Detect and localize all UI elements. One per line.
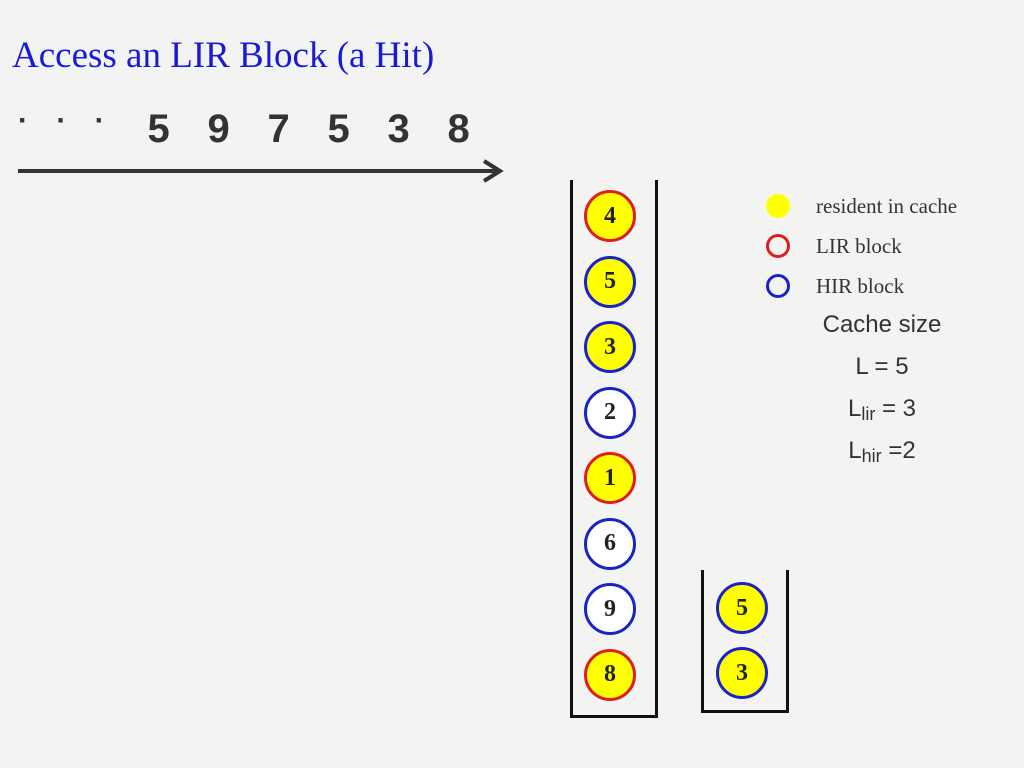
stack_s-block-9: 9 [584,583,636,635]
legend-label: LIR block [816,233,902,258]
sequence-item: 5 [147,106,170,151]
cache-size-heading: Cache size [822,311,942,338]
timeline-arrow [18,159,504,183]
legend-item-lir: LIR block [766,226,957,266]
sequence-item: 9 [207,106,230,151]
hir-list-q [701,570,789,713]
stack_s-block-5: 5 [584,255,636,308]
legend-label: resident in cache [816,193,958,218]
stack_s-block-1: 1 [584,452,636,504]
cache-size-total: L = 5 [855,353,909,380]
stack_s-block-4: 4 [584,190,636,242]
cache-size-lir: Llir = 3 [847,395,917,424]
stack_s-block-3: 3 [584,321,636,373]
legend-item-hir: HIR block [766,266,957,306]
lirs-stack-s [570,180,658,718]
legend-label: HIR block [816,273,905,298]
sequence-ellipsis: · · · [18,104,115,137]
access-sequence: · · · 5 9 7 5 3 8 [18,104,489,154]
legend: resident in cache LIR block HIR block [766,186,957,306]
page-title: Access an LIR Block (a Hit) [12,35,435,76]
stack_s-block-8: 8 [584,648,636,701]
sequence-item: 3 [387,106,410,151]
resident-marker-icon [766,194,790,218]
lir-ring-icon [766,234,790,258]
stack_q-block-5: 5 [716,582,768,634]
stack_s-block-6: 6 [584,517,636,570]
sequence-item: 5 [327,106,350,151]
sequence-item: 8 [447,106,470,151]
cache-size-info: Cache size L = 5 Llir = 3 Lhir =2 [802,304,962,472]
cache-size-hir: Lhir =2 [848,437,916,466]
stack_q-block-3: 3 [716,647,768,699]
legend-item-resident: resident in cache [766,186,957,226]
hir-ring-icon [766,274,790,298]
sequence-item: 7 [267,106,290,151]
stack_s-block-2: 2 [584,386,636,439]
